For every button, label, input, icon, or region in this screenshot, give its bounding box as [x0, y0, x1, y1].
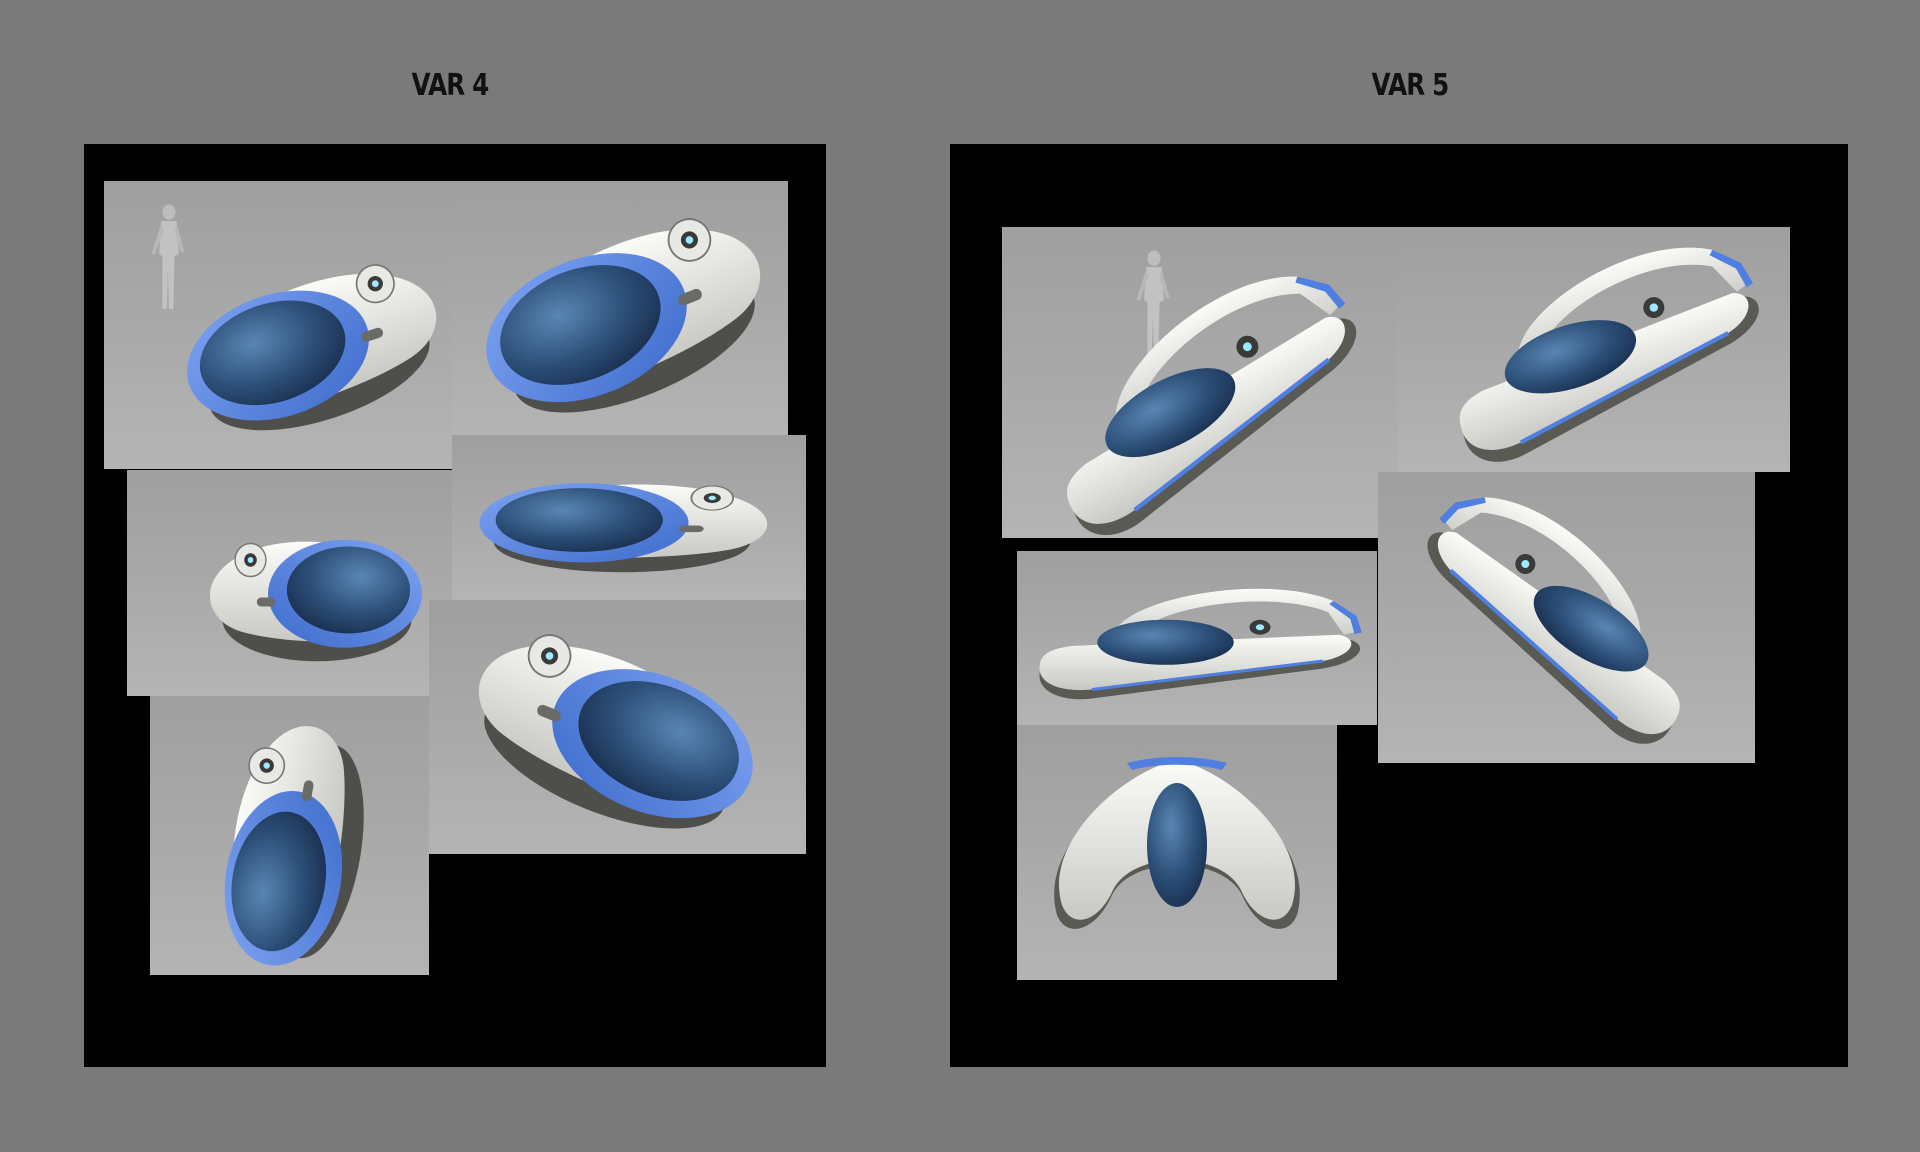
- var4-render-perspective-front-left: [104, 181, 452, 469]
- var5-render-side: [1017, 551, 1377, 725]
- var4-render-perspective-front-right: [452, 181, 788, 437]
- vehicle-render: [1397, 227, 1790, 472]
- variant-4-board: [84, 144, 826, 1067]
- vehicle-render: [1002, 227, 1397, 538]
- vehicle-render: [1054, 757, 1300, 929]
- vehicle-render: [209, 539, 423, 662]
- variant-5-title: VAR 5: [1371, 68, 1450, 103]
- vehicle-render: [210, 715, 382, 975]
- vehicle-render: [1390, 472, 1733, 759]
- var4-render-rear: [127, 470, 452, 696]
- human-figure-icon: [151, 204, 185, 309]
- vehicle-render: [463, 194, 788, 437]
- var4-render-perspective-rear: [429, 600, 806, 854]
- vehicle-render: [1017, 551, 1377, 725]
- vehicle-render: [151, 204, 452, 459]
- variant-5-board: [950, 144, 1848, 1067]
- var4-render-side: [452, 435, 806, 600]
- var5-render-perspective-front-right: [1397, 227, 1790, 472]
- var4-render-top: [150, 696, 429, 975]
- var5-render-front: [1017, 725, 1337, 980]
- vehicle-render: [449, 610, 776, 854]
- var5-render-perspective-front-left: [1002, 227, 1397, 538]
- variant-4-title: VAR 4: [411, 68, 490, 103]
- var5-render-perspective-rear: [1378, 472, 1755, 763]
- vehicle-render: [478, 482, 769, 574]
